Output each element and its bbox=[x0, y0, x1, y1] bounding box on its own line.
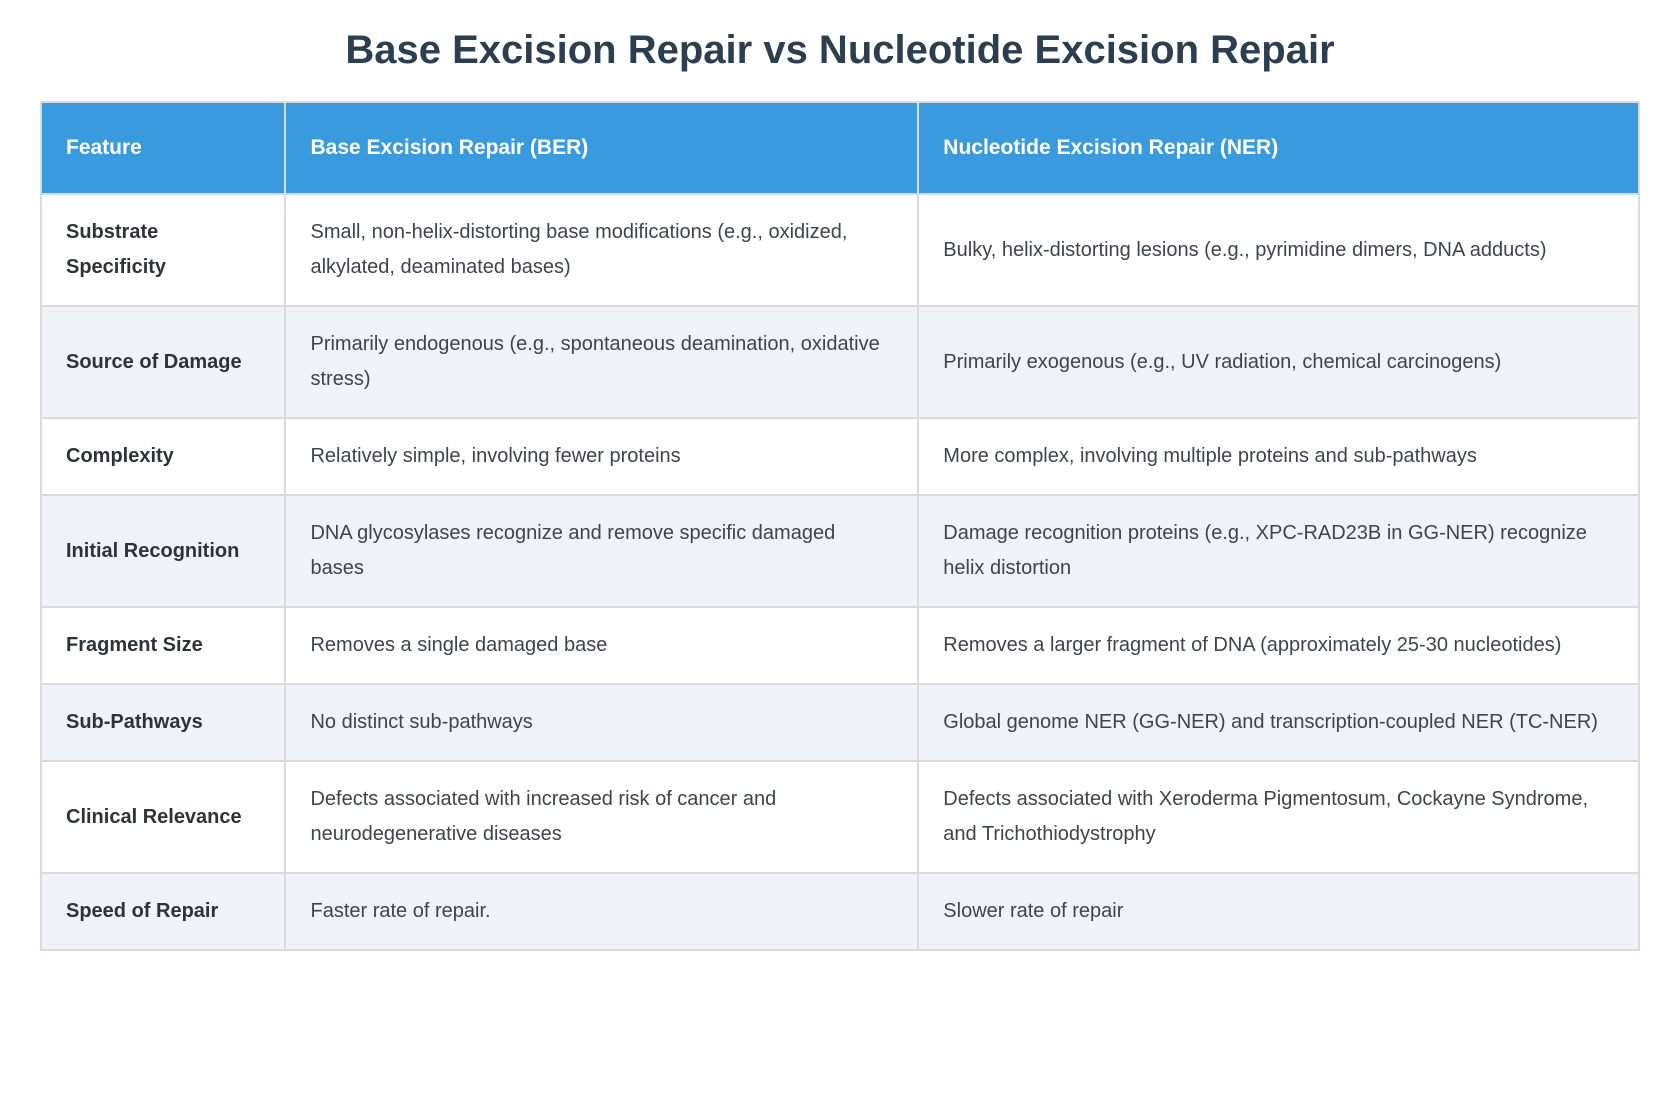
column-header-ber: Base Excision Repair (BER) bbox=[284, 101, 920, 195]
feature-cell: Speed of Repair bbox=[39, 872, 287, 951]
ber-cell: Primarily endogenous (e.g., spontaneous … bbox=[284, 305, 920, 419]
ner-cell: More complex, involving multiple protein… bbox=[917, 417, 1640, 496]
ner-cell: Slower rate of repair bbox=[917, 872, 1640, 951]
ber-cell: Defects associated with increased risk o… bbox=[284, 760, 920, 874]
feature-cell: Clinical Relevance bbox=[39, 760, 287, 874]
feature-cell: Source of Damage bbox=[39, 305, 287, 419]
feature-cell: Substrate Specificity bbox=[39, 193, 287, 307]
page-title: Base Excision Repair vs Nucleotide Excis… bbox=[345, 28, 1335, 72]
column-header-ner: Nucleotide Excision Repair (NER) bbox=[917, 101, 1640, 195]
ner-cell: Defects associated with Xeroderma Pigmen… bbox=[917, 760, 1640, 874]
ner-cell: Primarily exogenous (e.g., UV radiation,… bbox=[917, 305, 1640, 419]
ner-cell: Bulky, helix-distorting lesions (e.g., p… bbox=[917, 193, 1640, 307]
table-header-row: Feature Base Excision Repair (BER) Nucle… bbox=[39, 101, 1640, 195]
ber-cell: Small, non-helix-distorting base modific… bbox=[284, 193, 920, 307]
ber-cell: DNA glycosylases recognize and remove sp… bbox=[284, 494, 920, 608]
feature-cell: Sub-Pathways bbox=[39, 683, 287, 762]
ner-cell: Global genome NER (GG-NER) and transcrip… bbox=[917, 683, 1640, 762]
ner-cell: Removes a larger fragment of DNA (approx… bbox=[917, 606, 1640, 685]
comparison-table: Feature Base Excision Repair (BER) Nucle… bbox=[39, 101, 1640, 951]
ber-cell: Relatively simple, involving fewer prote… bbox=[284, 417, 920, 496]
column-header-feature: Feature bbox=[39, 101, 287, 195]
ber-cell: No distinct sub-pathways bbox=[284, 683, 920, 762]
feature-cell: Complexity bbox=[39, 417, 287, 496]
feature-cell: Initial Recognition bbox=[39, 494, 287, 608]
ber-cell: Removes a single damaged base bbox=[284, 606, 920, 685]
feature-cell: Fragment Size bbox=[39, 606, 287, 685]
ber-cell: Faster rate of repair. bbox=[284, 872, 920, 951]
ner-cell: Damage recognition proteins (e.g., XPC-R… bbox=[917, 494, 1640, 608]
